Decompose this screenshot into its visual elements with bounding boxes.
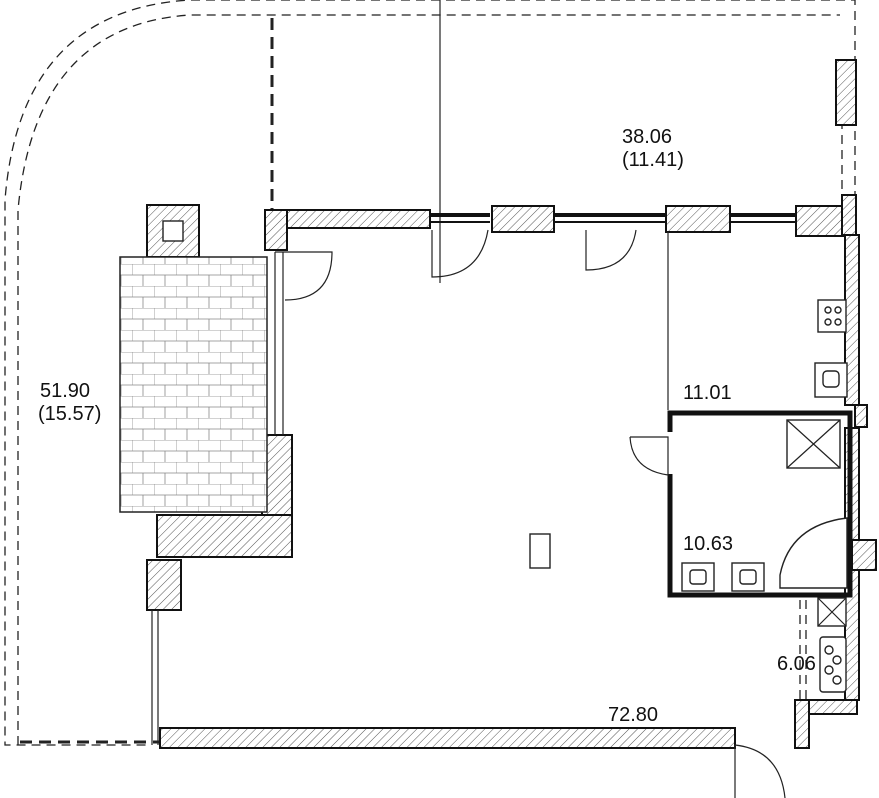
cooktop — [817, 299, 847, 333]
bottom-wall — [159, 699, 858, 749]
area-terrace-top-sub: (11.41) — [622, 149, 684, 171]
fixtures — [529, 299, 848, 700]
closet-fixture — [819, 636, 847, 693]
column-center — [529, 533, 551, 569]
top-wall — [264, 194, 857, 251]
tiled-area — [119, 256, 268, 513]
bathroom-box — [666, 410, 853, 598]
corner-bath — [779, 517, 848, 589]
area-terrace-left-sub: (15.57) — [38, 403, 101, 425]
doors — [275, 229, 786, 798]
area-terrace-top-value: 38.06 — [622, 126, 672, 148]
area-closet-value: 6.06 — [777, 653, 816, 675]
area-bathroom-value: 10.63 — [683, 533, 733, 555]
area-kitchen-value: 11.01 — [683, 382, 732, 404]
area-main-room-value: 72.80 — [608, 704, 658, 726]
area-terrace-left-value: 51.90 — [40, 380, 90, 402]
left-window — [151, 252, 284, 745]
